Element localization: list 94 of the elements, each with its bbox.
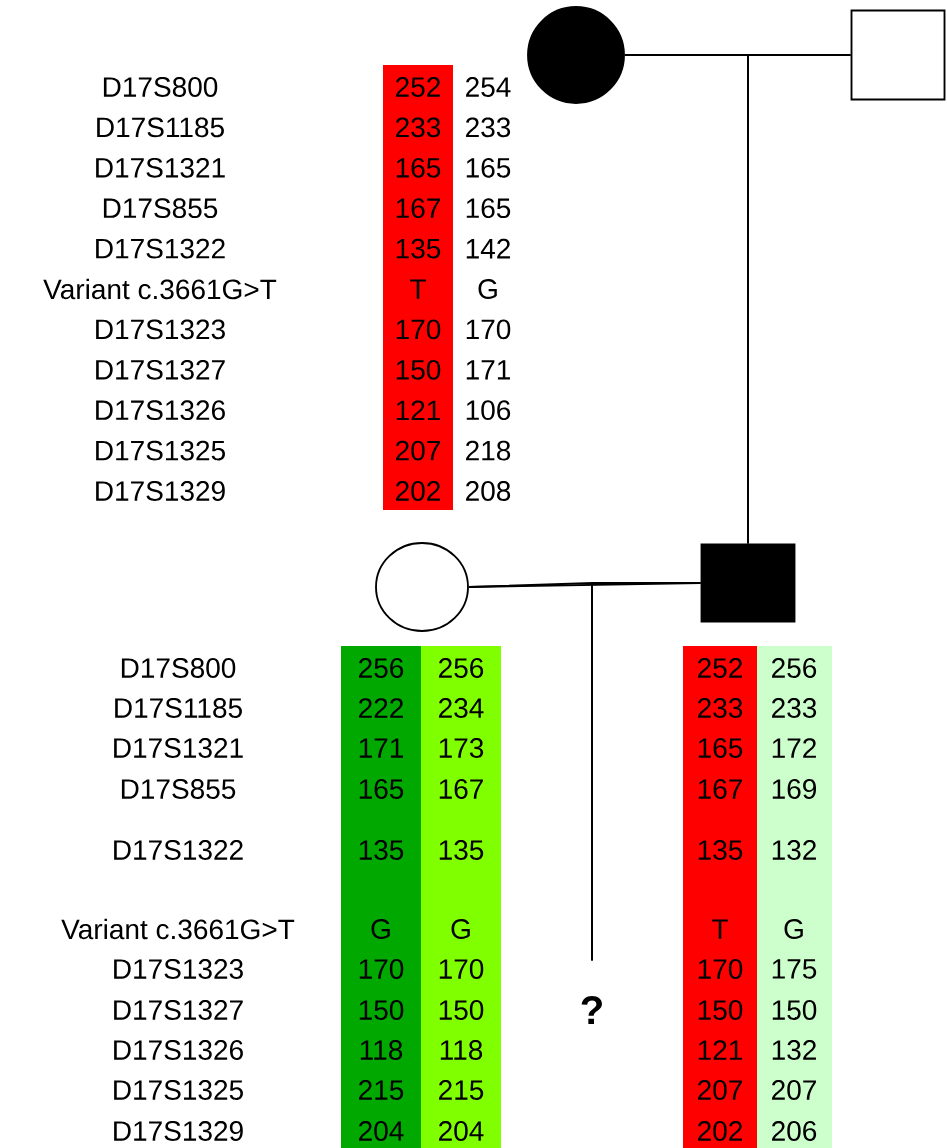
allele-value: 135	[439, 840, 484, 860]
allele-value: 172	[772, 738, 816, 758]
allele-value: 256	[439, 658, 484, 678]
marker-name: D17S1323	[114, 959, 243, 979]
marker-name: D17S855	[103, 198, 218, 219]
allele-value: 169	[772, 779, 816, 799]
marker-name: D17S1322	[96, 238, 225, 259]
allele-value: 218	[466, 440, 511, 461]
allele-value: 170	[359, 959, 404, 979]
allele-value: 202	[698, 1121, 742, 1141]
allele-value: 173	[439, 738, 484, 758]
allele-value: 215	[359, 1080, 404, 1100]
question-mark: ?	[581, 996, 602, 1024]
allele-value: 207	[396, 440, 440, 461]
allele-value: 204	[439, 1121, 484, 1141]
allele-value: 252	[396, 77, 440, 97]
marker-name: Variant c.3661G>T	[43, 278, 277, 300]
allele-value: 206	[772, 1121, 817, 1141]
marker-name: D17S1326	[114, 1040, 243, 1060]
allele-value: 118	[440, 1040, 483, 1060]
marker-name: D17S1325	[114, 1080, 243, 1100]
marker-name: D17S1329	[96, 481, 225, 501]
allele-value: G	[451, 919, 470, 939]
allele-value: G	[478, 279, 497, 299]
pedigree-circle	[375, 542, 469, 632]
allele-value: 207	[772, 1080, 816, 1100]
pedigree-square	[700, 543, 796, 623]
allele-value: 150	[396, 359, 441, 380]
allele-value: T	[410, 279, 426, 299]
allele-value: 171	[359, 738, 403, 758]
allele-value: 150	[698, 1000, 743, 1020]
marker-name: D17S1326	[96, 400, 225, 421]
allele-value: 204	[359, 1121, 404, 1141]
descent-line	[747, 54, 852, 545]
allele-value: 118	[360, 1040, 403, 1060]
allele-value: G	[371, 919, 390, 939]
allele-value: 135	[396, 238, 441, 259]
allele-value: 106	[466, 400, 511, 421]
allele-value: T	[712, 919, 728, 939]
allele-value: 150	[359, 1000, 404, 1020]
marker-name: D17S1322	[114, 840, 243, 860]
allele-value: 165	[396, 157, 441, 178]
allele-value: 222	[359, 698, 403, 718]
marker-name: D17S1321	[114, 738, 243, 758]
marker-name: D17S1327	[96, 359, 225, 380]
allele-value: 170	[698, 959, 743, 979]
allele-value: 233	[466, 117, 511, 138]
allele-value: 170	[466, 319, 511, 340]
allele-value: 121	[698, 1040, 742, 1060]
allele-value: 252	[698, 658, 742, 678]
allele-value: G	[784, 919, 803, 939]
allele-value: 256	[359, 658, 404, 678]
marker-name: D17S855	[121, 779, 236, 799]
allele-value: 142	[466, 238, 510, 259]
allele-value: 121	[396, 400, 440, 420]
marker-name: D17S1327	[114, 1000, 243, 1020]
allele-value: 170	[396, 319, 441, 340]
allele-value: 132	[772, 840, 816, 860]
pedigree-circle	[527, 6, 625, 104]
allele-value: 167	[439, 779, 483, 799]
allele-value: 207	[698, 1080, 742, 1100]
marker-name: D17S800	[121, 658, 236, 678]
marker-name: D17S1185	[97, 117, 224, 138]
allele-value: 150	[439, 1000, 484, 1020]
allele-value: 215	[439, 1080, 484, 1100]
allele-value: 170	[439, 959, 484, 979]
marker-name: D17S800	[103, 77, 218, 97]
allele-value: 135	[698, 840, 743, 860]
marker-name: D17S1185	[115, 698, 242, 718]
allele-value: 256	[772, 658, 817, 678]
allele-value: 150	[772, 1000, 817, 1020]
descent-line	[591, 582, 702, 962]
allele-value: 135	[359, 840, 404, 860]
marker-name: D17S1323	[96, 319, 225, 340]
allele-value: 234	[439, 698, 484, 718]
allele-value: 165	[698, 738, 743, 758]
allele-value: 165	[359, 779, 404, 799]
allele-value: 167	[698, 779, 742, 799]
allele-value: 233	[396, 117, 441, 138]
allele-value: 202	[396, 481, 440, 501]
allele-value: 175	[772, 959, 817, 979]
allele-value: 208	[466, 481, 511, 501]
marker-name: D17S1321	[96, 157, 225, 178]
marker-name: D17S1325	[96, 440, 225, 461]
allele-value: 165	[466, 157, 511, 178]
marker-name: D17S1329	[114, 1121, 243, 1141]
allele-value: 233	[698, 698, 743, 718]
allele-value: 165	[466, 198, 511, 219]
allele-value: 233	[772, 698, 817, 718]
allele-value: 167	[396, 198, 440, 219]
allele-value: 132	[772, 1040, 816, 1060]
pedigree-square	[850, 9, 946, 101]
allele-value: 171	[466, 360, 510, 380]
marker-name: Variant c.3661G>T	[61, 918, 295, 940]
